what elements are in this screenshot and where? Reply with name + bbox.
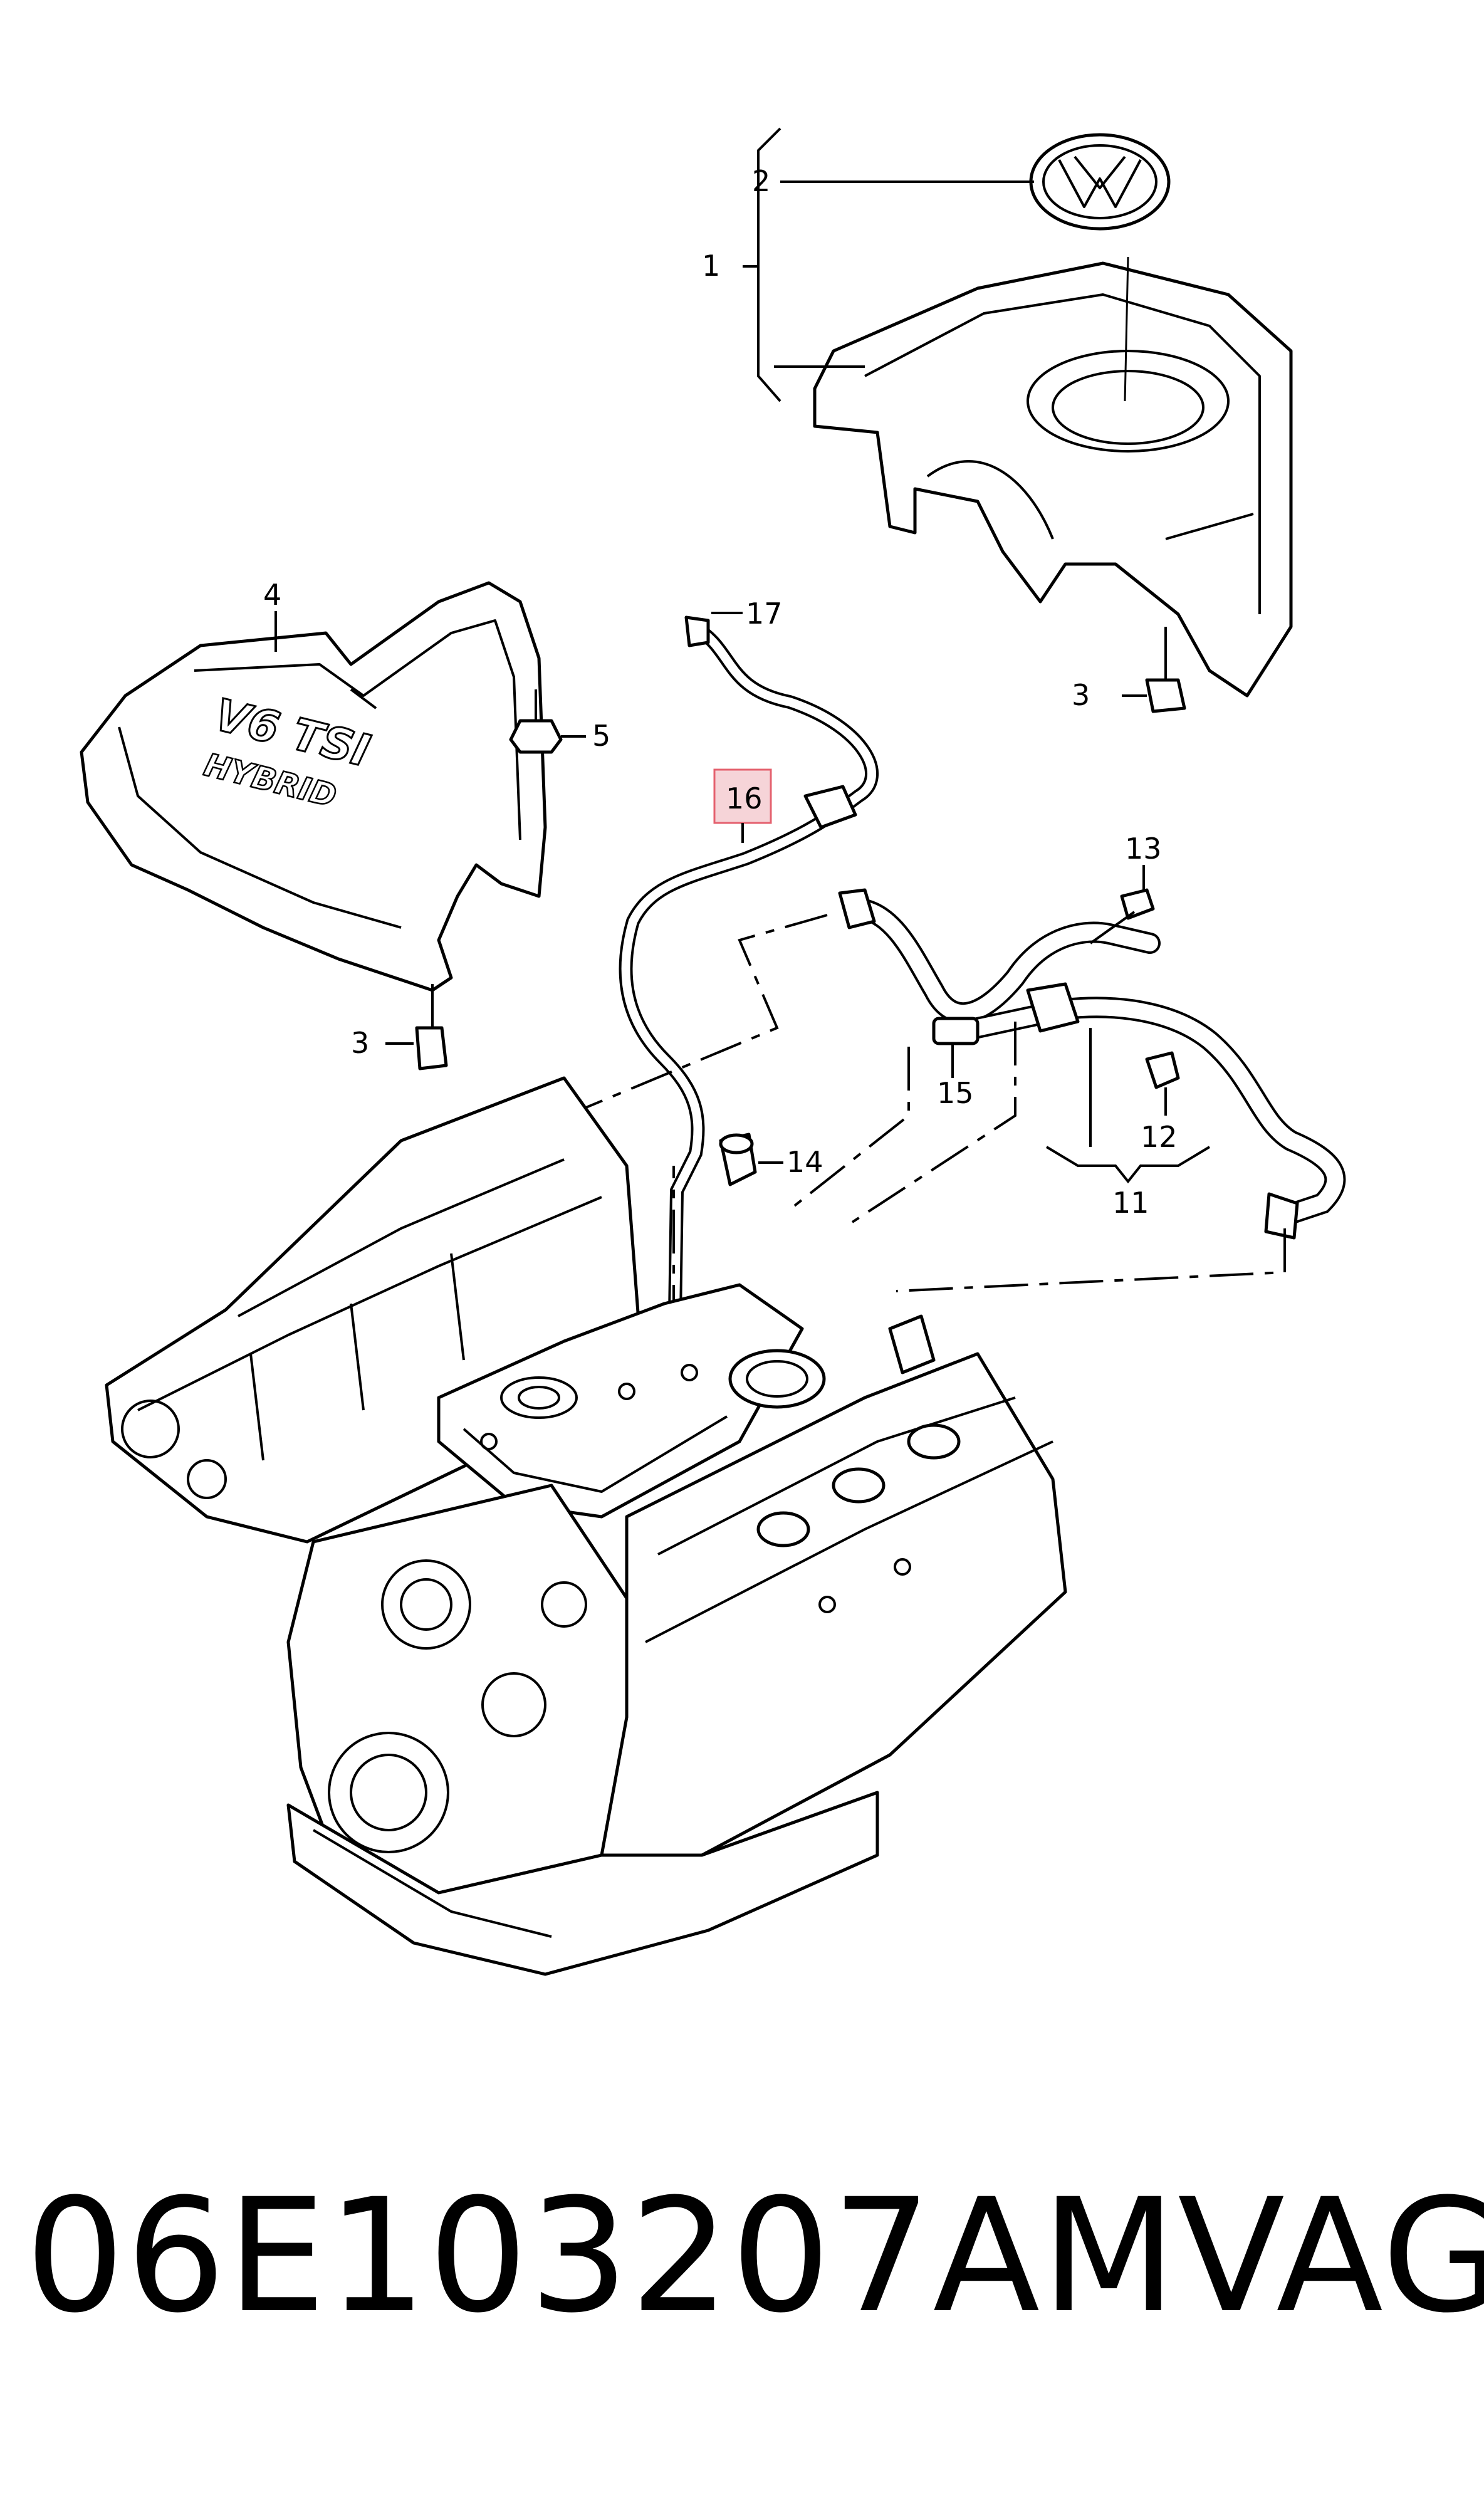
callout-3-right[interactable]: 3 [1072,678,1090,712]
callout-1[interactable]: 1 [702,249,720,283]
callout-11[interactable]: 11 [1112,1186,1149,1220]
connector-15 [932,1017,980,1078]
callout-17[interactable]: 17 [746,597,783,631]
clip-right [1122,627,1186,713]
brand-label: VAG [1178,2165,1484,2347]
callout-12[interactable]: 12 [1141,1120,1178,1154]
callout-13[interactable]: 13 [1125,832,1162,866]
callout-15[interactable]: 15 [937,1076,974,1110]
part-number: 06E103207AM [25,2165,1178,2347]
callout-4[interactable]: 4 [263,578,281,612]
fitting-14 [719,1133,783,1186]
breather-hose [619,615,879,1405]
footer: 06E103207AM VAG [25,2156,1484,2357]
vw-emblem [1029,133,1171,231]
callout-5[interactable]: 5 [592,719,610,753]
engine-cover-upper [813,261,1293,698]
engine-block [105,1076,1067,1976]
coolant-hose-lower [967,982,1346,1240]
engine-cover-lower [80,581,547,992]
callout-16[interactable]: 16 [726,782,763,815]
parts-diagram: V6 TSI HYBRID [80,127,1346,1976]
clip-12 [1145,1051,1180,1116]
clip-left [385,984,448,1070]
callout-2[interactable]: 2 [752,164,770,198]
callout-3-left[interactable]: 3 [351,1026,369,1060]
callout-14[interactable]: 14 [786,1145,823,1179]
bolt-13 [1089,865,1155,945]
nut-5 [509,689,586,754]
coolant-hose-upper [838,888,1161,1024]
